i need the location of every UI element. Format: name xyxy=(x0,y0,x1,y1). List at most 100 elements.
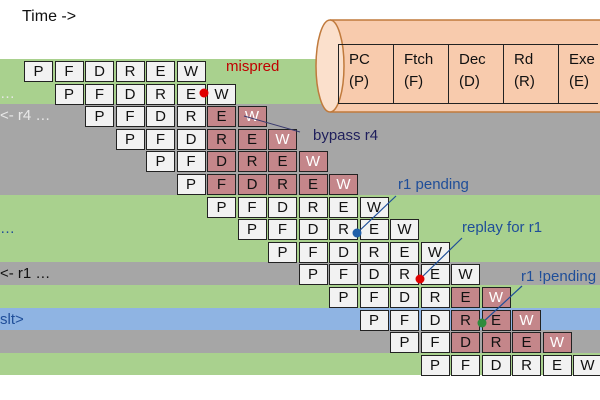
legend-stage-abbr: (E) xyxy=(569,73,589,90)
stage-cell-f: F xyxy=(451,354,480,376)
stage-cell-d: D xyxy=(359,264,389,286)
stage-cell-d: D xyxy=(451,332,480,354)
stage-cell-w: W xyxy=(359,196,389,218)
stage-cell-e: E xyxy=(542,354,572,376)
stage-cell-p: P xyxy=(359,309,389,331)
legend-stage-e: Exe (E) xyxy=(558,45,598,103)
stage-cell-d: D xyxy=(481,354,511,376)
stage-cell-r: R xyxy=(207,128,236,150)
stage-cell-f: F xyxy=(146,128,175,150)
stage-cell-p: P xyxy=(176,174,206,195)
stage-cell-d: D xyxy=(176,128,206,150)
legend-stage-name: PC xyxy=(349,51,370,68)
stage-cell-w: W xyxy=(512,309,541,331)
replay-annotation: replay for r1 xyxy=(462,219,543,236)
stage-cell-w: W xyxy=(390,219,419,241)
stage-cell-p: P xyxy=(390,332,419,354)
stage-cell-r: R xyxy=(451,309,480,331)
stage-cell-e: E xyxy=(451,287,480,308)
stage-cell-r: R xyxy=(146,83,175,105)
stage-cell-r: R xyxy=(237,151,267,173)
stage-cell-f: F xyxy=(176,151,206,173)
stage-legend: PC(P)Ftch(F)Dec(D)Rd(R)Exe(E) xyxy=(338,44,598,104)
legend-stage-name: Exe xyxy=(569,51,595,68)
stage-cell-f: F xyxy=(268,219,297,241)
stage-cell-r: R xyxy=(268,174,297,195)
row-band xyxy=(0,307,600,331)
row-label: slt> xyxy=(0,310,24,328)
legend-stage-abbr: (R) xyxy=(514,73,535,90)
stage-cell-p: P xyxy=(420,354,450,376)
legend-stage-name: Rd xyxy=(514,51,534,68)
stage-cell-f: F xyxy=(298,241,328,263)
stage-cell-e: E xyxy=(268,151,297,173)
stage-cell-p: P xyxy=(329,287,358,308)
stage-cell-r: R xyxy=(298,196,328,218)
stage-cell-w: W xyxy=(268,128,297,150)
stage-cell-w: W xyxy=(542,332,572,354)
stage-cell-e: E xyxy=(390,241,419,263)
stage-cell-e: E xyxy=(359,219,389,241)
legend-stage-r: Rd (R) xyxy=(503,45,558,103)
stage-cell-d: D xyxy=(146,106,175,128)
time-axis-label: Time -> xyxy=(22,8,77,25)
stage-cell-e: E xyxy=(176,83,206,105)
row-band xyxy=(0,285,600,308)
stage-cell-d: D xyxy=(329,241,358,263)
stage-cell-p: P xyxy=(85,106,114,128)
row-label: <- r4 … xyxy=(0,107,51,125)
stage-cell-p: P xyxy=(24,61,53,82)
r1-not-pending-annotation: r1 !pending xyxy=(521,268,597,285)
stage-cell-r: R xyxy=(359,241,389,263)
legend-stage-abbr: (P) xyxy=(349,73,369,90)
stage-cell-e: E xyxy=(237,128,267,150)
stage-cell-d: D xyxy=(390,287,419,308)
legend-stage-p: PC (P) xyxy=(338,45,393,103)
stage-cell-d: D xyxy=(115,83,145,105)
stage-cell-f: F xyxy=(390,309,419,331)
stage-cell-w: W xyxy=(481,287,511,308)
stage-cell-e: E xyxy=(207,106,236,128)
stage-cell-r: R xyxy=(420,287,450,308)
stage-cell-e: E xyxy=(298,174,328,195)
stage-cell-d: D xyxy=(298,219,328,241)
stage-cell-w: W xyxy=(573,354,600,376)
stage-cell-w: W xyxy=(329,174,358,195)
stage-cell-d: D xyxy=(237,174,267,195)
stage-cell-p: P xyxy=(268,241,297,263)
stage-cell-r: R xyxy=(512,354,541,376)
stage-cell-w: W xyxy=(176,61,206,82)
stage-cell-e: E xyxy=(512,332,541,354)
stage-cell-e: E xyxy=(420,264,450,286)
stage-cell-r: R xyxy=(390,264,419,286)
stage-cell-w: W xyxy=(451,264,480,286)
stage-cell-p: P xyxy=(146,151,175,173)
legend-stage-abbr: (F) xyxy=(404,73,424,90)
stage-cell-d: D xyxy=(207,151,236,173)
stage-cell-d: D xyxy=(85,61,114,82)
stage-cell-p: P xyxy=(54,83,84,105)
stage-cell-r: R xyxy=(329,219,358,241)
stage-cell-f: F xyxy=(54,61,84,82)
stage-cell-f: F xyxy=(359,287,389,308)
row-label: … xyxy=(0,220,15,238)
stage-cell-f: F xyxy=(237,196,267,218)
row-label: … xyxy=(0,84,15,102)
stage-cell-f: F xyxy=(329,264,358,286)
r1-pending-annotation: r1 pending xyxy=(398,176,469,193)
stage-cell-d: D xyxy=(268,196,297,218)
stage-cell-p: P xyxy=(207,196,236,218)
legend-stage-name: Ftch xyxy=(404,51,434,68)
stage-cell-r: R xyxy=(481,332,511,354)
stage-cell-p: P xyxy=(115,128,145,150)
stage-cell-e: E xyxy=(481,309,511,331)
stage-cell-f: F xyxy=(85,83,114,105)
row-label: <- r1 … xyxy=(0,265,51,283)
stage-cell-f: F xyxy=(115,106,145,128)
stage-cell-r: R xyxy=(115,61,145,82)
legend-stage-name: Dec xyxy=(459,51,486,68)
stage-cell-p: P xyxy=(237,219,267,241)
mispred-annotation: mispred xyxy=(226,58,280,75)
stage-cell-w: W xyxy=(237,106,267,128)
